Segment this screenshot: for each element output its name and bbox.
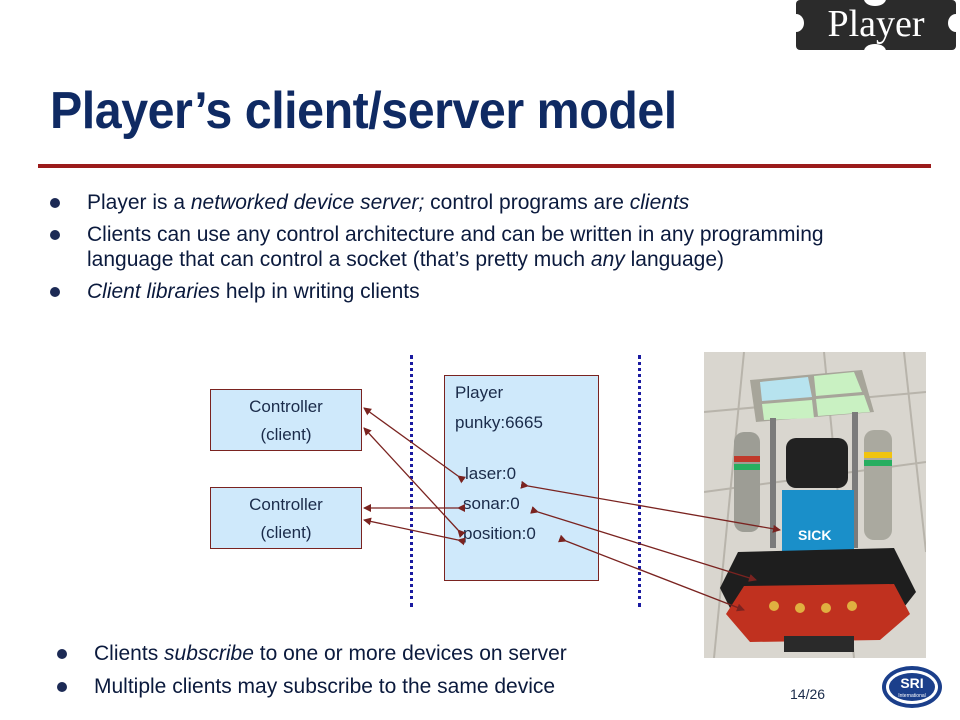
arrow-ctrl2-position xyxy=(363,517,466,546)
bullet-item: Player is a networked device server; con… xyxy=(50,190,907,215)
bullet-item: Multiple clients may subscribe to the sa… xyxy=(57,674,714,699)
controller-client-top: Controller (client) xyxy=(210,389,362,451)
arrow-sonar-robot xyxy=(530,506,757,582)
device-laser: laser:0 xyxy=(465,464,517,483)
player-logo: Player xyxy=(788,0,960,58)
sri-international-logo: SRI International xyxy=(882,666,942,708)
bullet-item: Client libraries help in writing clients xyxy=(50,279,907,304)
player-address: punky:6665 xyxy=(455,413,543,432)
bottom-bullet-list: Clients subscribe to one or more devices… xyxy=(57,641,714,707)
bullet-dot-icon xyxy=(50,230,60,240)
arrow-position-robot xyxy=(558,534,745,612)
top-bullet-list: Player is a networked device server; con… xyxy=(50,190,907,311)
device-sonar: sonar:0 xyxy=(463,494,520,513)
controller-client-bottom: Controller (client) xyxy=(210,487,362,549)
arrow-laser-robot xyxy=(520,480,781,533)
sri-logo-subtext: International xyxy=(898,693,926,699)
slide-title: Player’s client/server model xyxy=(50,82,677,140)
player-name: Player xyxy=(455,383,504,402)
page-number: 14/26 xyxy=(790,686,826,702)
arrow-ctrl1-position xyxy=(363,427,466,538)
bullet-item: Clients can use any control architecture… xyxy=(50,222,907,272)
device-position: position:0 xyxy=(463,524,536,543)
player-logo-text: Player xyxy=(827,3,925,45)
bullet-dot-icon xyxy=(57,649,67,659)
bullet-item: Clients subscribe to one or more devices… xyxy=(57,641,714,666)
bullet-dot-icon xyxy=(57,682,67,692)
title-divider xyxy=(38,164,931,168)
robot-sick-label: SICK xyxy=(798,527,831,543)
sri-logo-text: SRI xyxy=(900,675,923,691)
bullet-dot-icon xyxy=(50,287,60,297)
bullet-dot-icon xyxy=(50,198,60,208)
arrow-ctrl1-laser xyxy=(363,407,467,484)
